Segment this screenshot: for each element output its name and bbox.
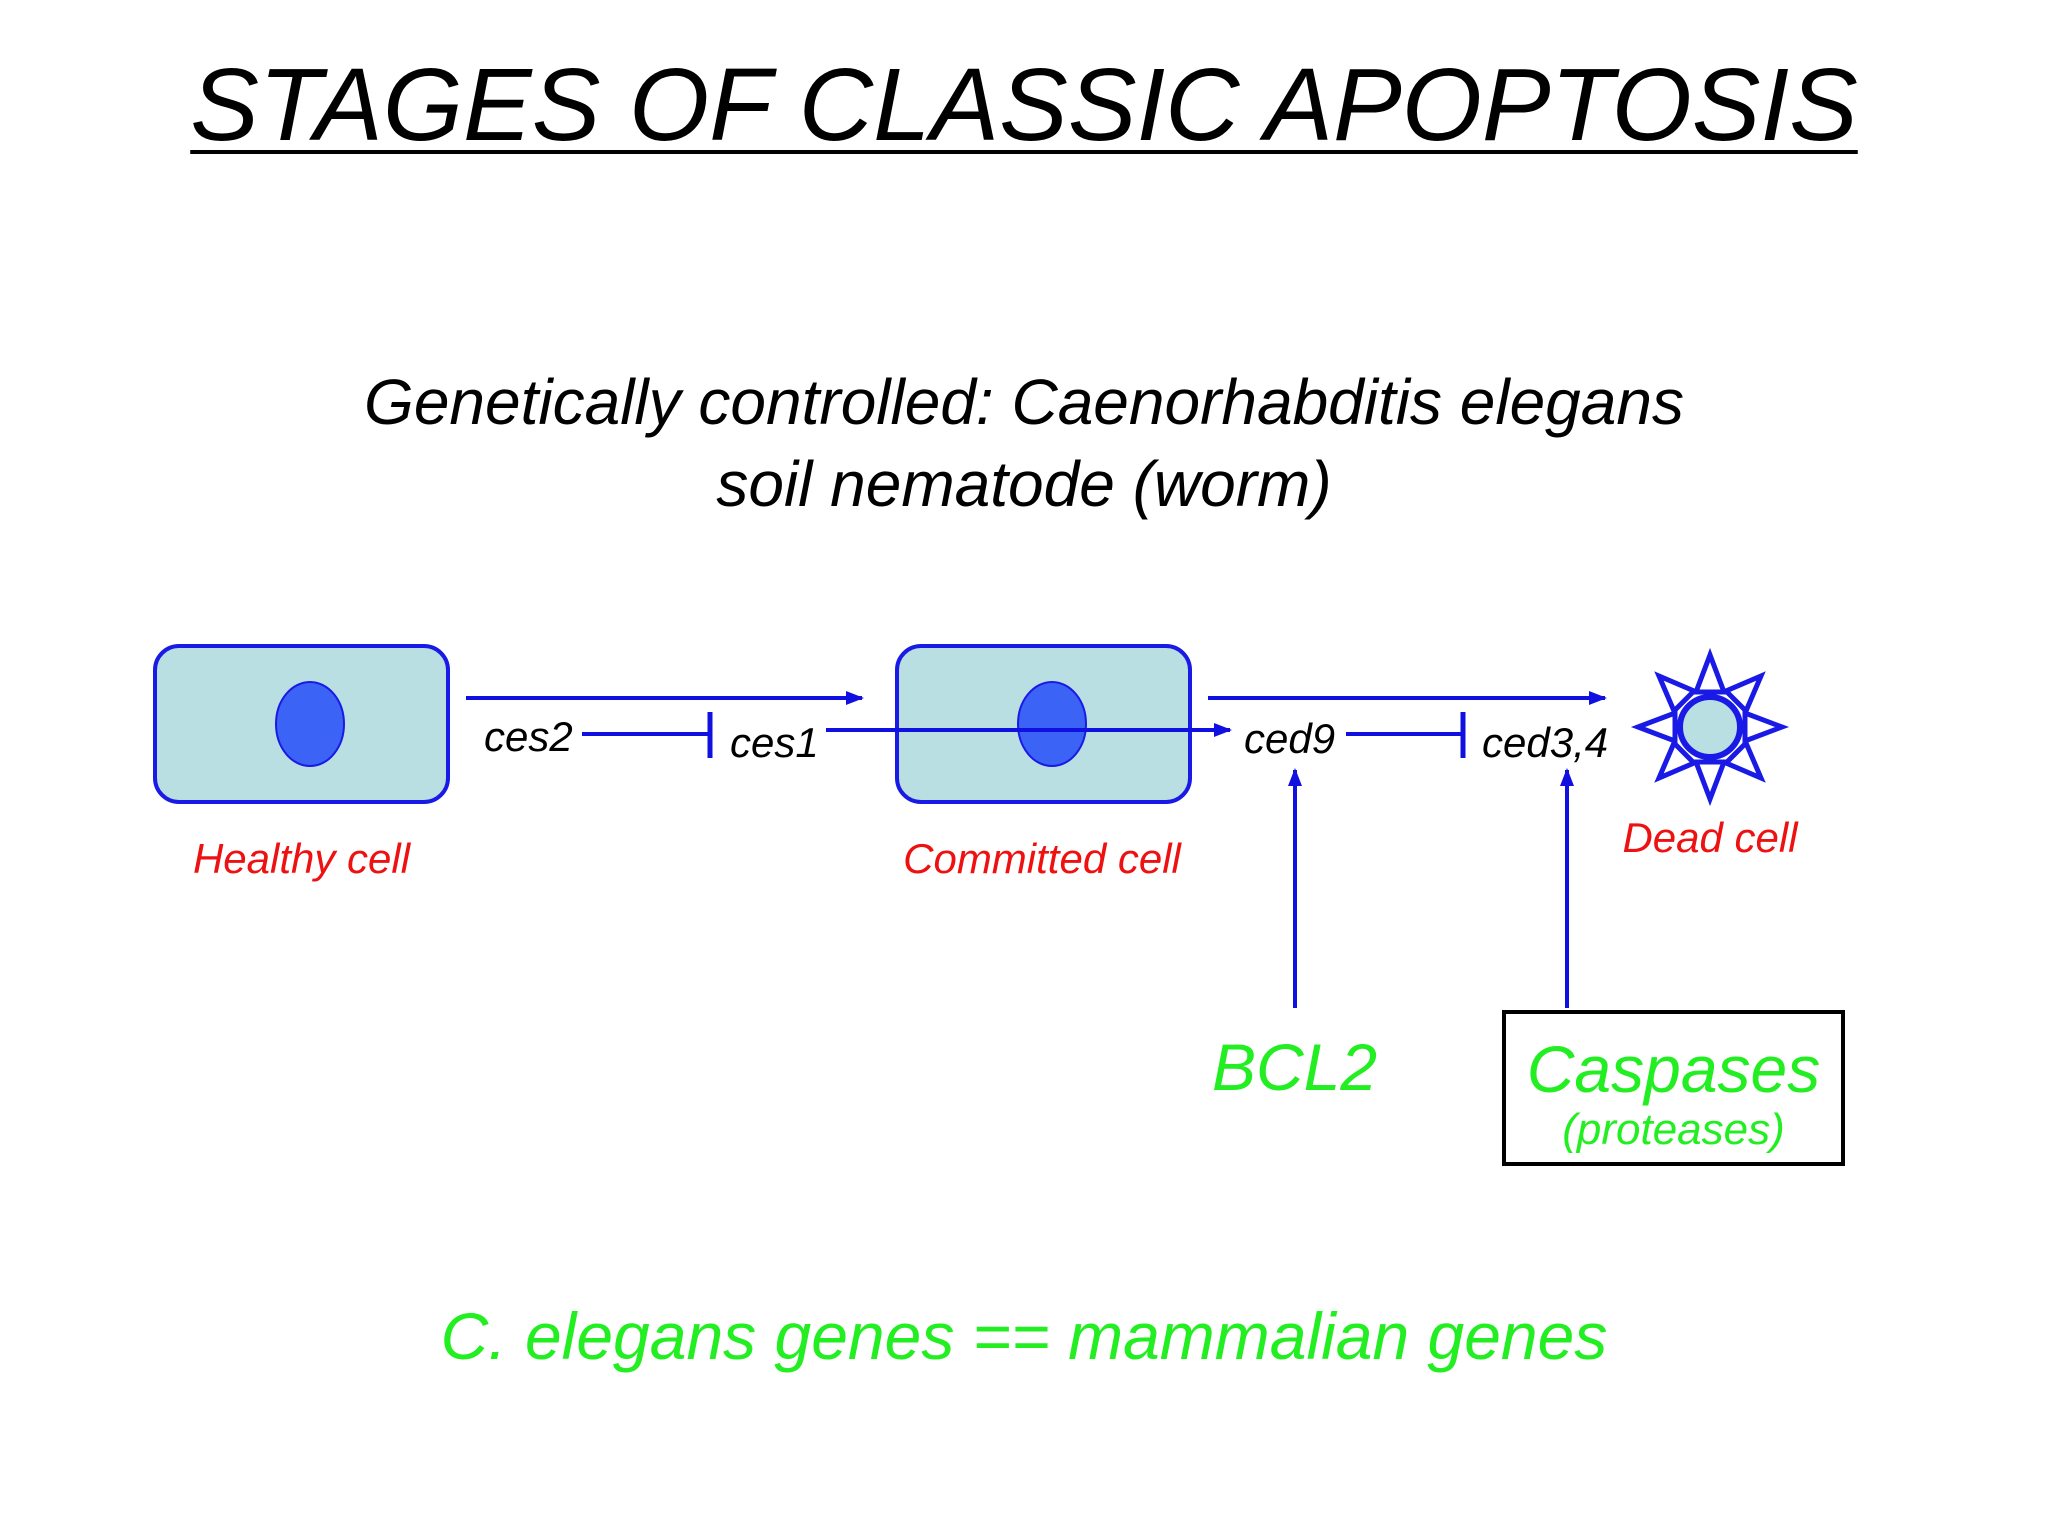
committed-cell-shape bbox=[895, 644, 1192, 804]
healthy-cell-label: Healthy cell bbox=[192, 835, 411, 882]
gene-ced34: ced3,4 bbox=[1482, 719, 1609, 766]
committed-cell-label: Committed cell bbox=[903, 835, 1181, 882]
healthy-cell-shape bbox=[153, 644, 450, 804]
gene-ces1: ces1 bbox=[730, 719, 819, 766]
healthy-cell-nucleus bbox=[275, 681, 345, 767]
committed-cell-nucleus bbox=[1017, 681, 1087, 767]
bottom-note: C. elegans genes == mammalian genes bbox=[440, 1299, 1608, 1373]
caspases-label: Caspases bbox=[1526, 1032, 1821, 1106]
caspases-sublabel: (proteases) bbox=[1562, 1105, 1785, 1154]
gene-ces2: ces2 bbox=[484, 713, 573, 760]
page-title: STAGES OF CLASSIC APOPTOSIS bbox=[190, 47, 1858, 162]
subtitle-line-1: Genetically controlled: Caenorhabditis e… bbox=[364, 366, 1684, 438]
dead-cell-label: Dead cell bbox=[1622, 814, 1798, 861]
caspases-box: Caspases (proteases) bbox=[1502, 1010, 1845, 1166]
dead-cell-starburst-icon bbox=[1630, 647, 1790, 807]
gene-ced9: ced9 bbox=[1244, 715, 1336, 762]
bcl2-label: BCL2 bbox=[1212, 1030, 1378, 1104]
subtitle-line-2: soil nematode (worm) bbox=[716, 448, 1332, 520]
